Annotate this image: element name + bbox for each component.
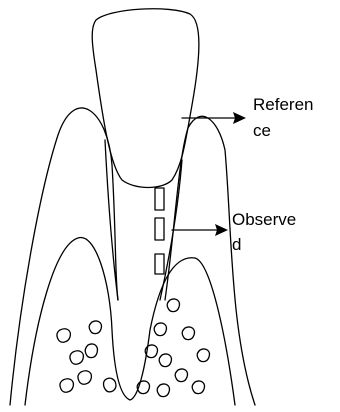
observed-label-line2: d	[232, 235, 241, 254]
bone-particles	[57, 299, 209, 397]
observed-arrow	[172, 224, 228, 236]
gum-outline-right	[165, 116, 255, 405]
bone-outline	[25, 237, 235, 405]
observed-label-line1: Observe	[232, 210, 296, 229]
observed-mark-2	[155, 218, 164, 240]
reference-label-line2: ce	[253, 121, 271, 140]
reference-label-line1: Referen	[253, 95, 313, 114]
tooth	[92, 9, 199, 188]
observed-mark-3	[155, 254, 164, 274]
observed-mark-1	[155, 188, 164, 210]
gum-outline	[10, 108, 118, 405]
